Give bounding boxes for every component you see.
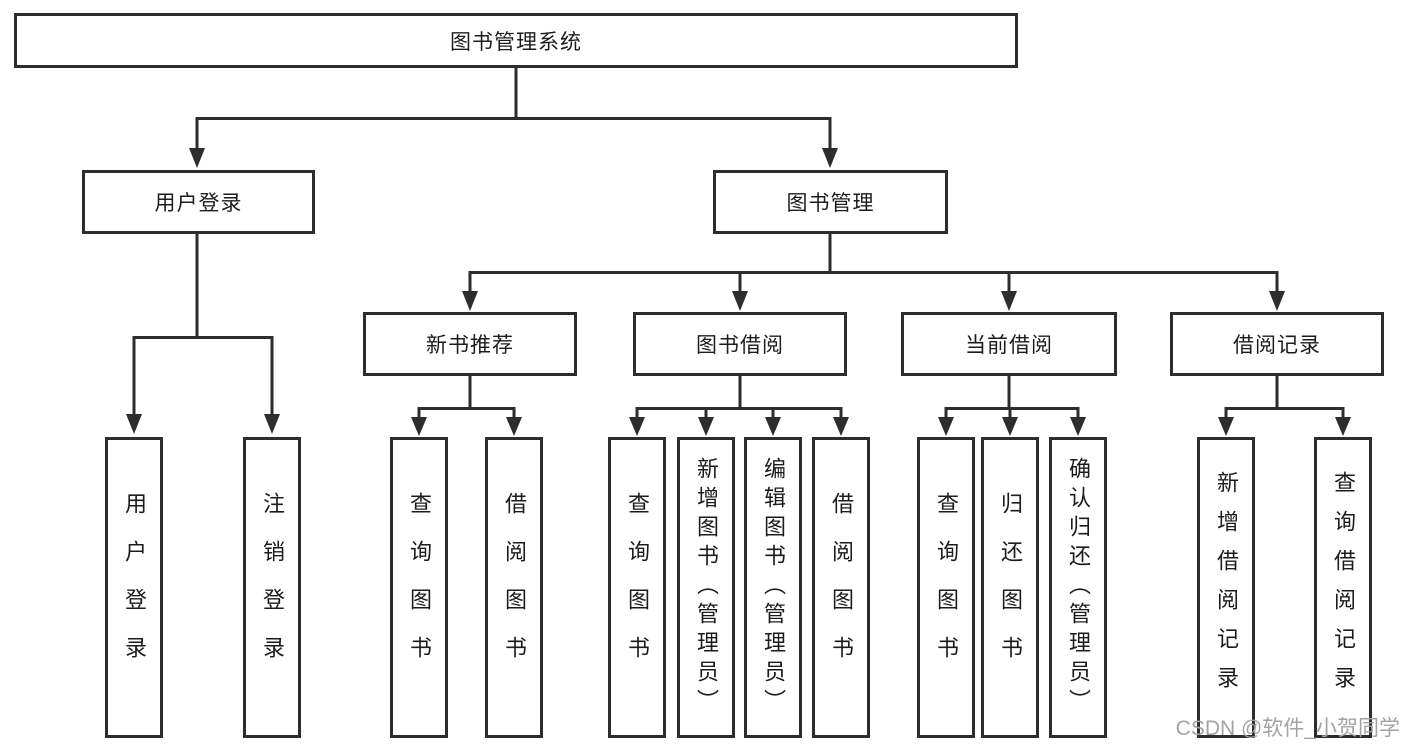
watermark: CSDN @软件_小贺同学 (1175, 717, 1400, 740)
node-current-borrowing: 当前借阅 (901, 312, 1117, 376)
leaf-edit-books-admin-label: 编辑图书（管理员） (761, 457, 786, 718)
leaf-query-borrow-record-label: 查询借阅记录 (1331, 470, 1356, 705)
leaf-query-books-newrec: 查询图书 (390, 437, 448, 738)
node-book-management: 图书管理 (713, 170, 948, 234)
node-book-borrowing: 图书借阅 (633, 312, 847, 376)
leaf-confirm-return-admin: 确认归还（管理员） (1049, 437, 1107, 738)
leaf-borrow-books-borrow-label: 借阅图书 (829, 491, 854, 684)
leaf-add-borrow-record-label: 新增借阅记录 (1214, 470, 1239, 705)
node-user-login-label: 用户登录 (154, 192, 243, 215)
leaf-add-books-admin: 新增图书（管理员） (677, 437, 735, 738)
leaf-query-borrow-record: 查询借阅记录 (1314, 437, 1372, 738)
leaf-add-books-admin-label: 新增图书（管理员） (694, 457, 719, 718)
leaf-logout-login-label: 注销登录 (260, 491, 285, 684)
leaf-return-books: 归还图书 (981, 437, 1039, 738)
node-borrow-records: 借阅记录 (1170, 312, 1384, 376)
leaf-confirm-return-admin-label: 确认归还（管理员） (1066, 457, 1091, 718)
leaf-add-borrow-record: 新增借阅记录 (1197, 437, 1255, 738)
leaf-user-login-label: 用户登录 (122, 491, 147, 684)
node-root-label: 图书管理系统 (450, 30, 582, 54)
leaf-user-login: 用户登录 (105, 437, 163, 738)
leaf-query-books-newrec-label: 查询图书 (407, 491, 432, 684)
leaf-return-books-label: 归还图书 (998, 491, 1023, 684)
node-new-book-recommend: 新书推荐 (363, 312, 577, 376)
leaf-query-books-borrow: 查询图书 (608, 437, 666, 738)
leaf-borrow-books-borrow: 借阅图书 (812, 437, 870, 738)
node-root: 图书管理系统 (14, 13, 1018, 68)
leaf-edit-books-admin: 编辑图书（管理员） (744, 437, 802, 738)
node-user-login: 用户登录 (82, 170, 315, 234)
leaf-query-books-current: 查询图书 (917, 437, 975, 738)
node-book-management-label: 图书管理 (786, 192, 875, 215)
node-borrow-records-label: 借阅记录 (1233, 334, 1321, 357)
node-new-book-recommend-label: 新书推荐 (426, 334, 514, 357)
leaf-borrow-books-newrec: 借阅图书 (485, 437, 543, 738)
leaf-logout-login: 注销登录 (243, 437, 301, 738)
node-current-borrowing-label: 当前借阅 (965, 334, 1053, 357)
leaf-borrow-books-newrec-label: 借阅图书 (502, 491, 527, 684)
leaf-query-books-current-label: 查询图书 (934, 491, 959, 684)
leaf-query-books-borrow-label: 查询图书 (625, 491, 650, 684)
node-book-borrowing-label: 图书借阅 (696, 334, 784, 357)
